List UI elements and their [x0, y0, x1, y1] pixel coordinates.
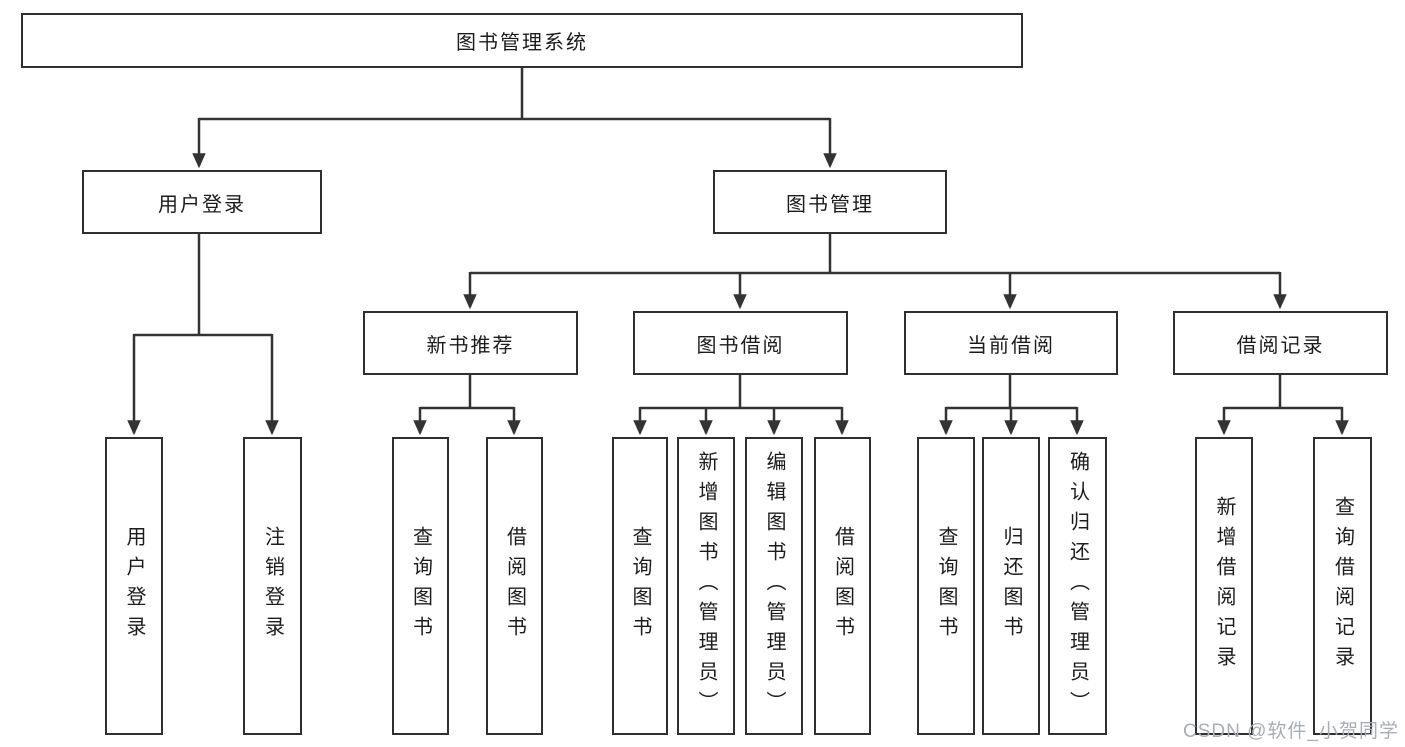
node-label: 查询图书	[409, 526, 432, 646]
node-book-borrow: 图书借阅	[633, 311, 848, 375]
node-leaf-user-login: 用户登录	[105, 437, 163, 735]
node-label: 查询图书	[935, 526, 957, 646]
node-leaf-add-borrow-record: 新增借阅记录	[1195, 437, 1253, 735]
node-leaf-logout: 注销登录	[243, 437, 302, 735]
node-label: 注销登录	[261, 526, 284, 646]
node-label: 当前借阅	[967, 334, 1055, 357]
node-leaf-edit-books-admin: 编辑图书（管理员）	[745, 437, 803, 735]
node-label: 用户登录	[123, 526, 145, 646]
node-leaf-borrow-books: 借阅图书	[814, 437, 871, 735]
node-label: 查询借阅记录	[1331, 496, 1354, 676]
node-label: 查询图书	[629, 526, 651, 646]
node-new-book-recommend: 新书推荐	[363, 311, 578, 375]
node-label: 借阅图书	[831, 526, 854, 646]
node-leaf-return-books: 归还图书	[982, 437, 1040, 735]
node-label: 新增图书（管理员）	[695, 451, 717, 721]
node-leaf-add-books-admin: 新增图书（管理员）	[677, 437, 735, 735]
node-borrow-records: 借阅记录	[1173, 311, 1388, 375]
node-label: 编辑图书（管理员）	[763, 451, 785, 721]
node-label: 确认归还（管理员）	[1066, 451, 1089, 721]
node-label: 新书推荐	[426, 334, 515, 357]
node-label: 归还图书	[1000, 526, 1022, 646]
node-book-management: 图书管理	[713, 170, 947, 234]
node-label: 图书管理系统	[456, 32, 588, 54]
node-leaf-confirm-return-admin: 确认归还（管理员）	[1048, 437, 1107, 735]
node-label: 借阅图书	[503, 526, 526, 646]
node-label: 新增借阅记录	[1213, 496, 1235, 676]
node-leaf-query-books-borrow: 查询图书	[612, 437, 668, 735]
watermark: CSDN @软件_小贺同学	[1183, 721, 1399, 742]
node-leaf-borrow-books-recommend: 借阅图书	[486, 437, 543, 735]
node-leaf-query-books-recommend: 查询图书	[392, 437, 449, 735]
node-current-borrow: 当前借阅	[904, 311, 1118, 375]
node-label: 用户登录	[158, 193, 246, 216]
node-label: 图书管理	[786, 193, 874, 216]
node-user-login: 用户登录	[82, 170, 322, 234]
node-library-management-system: 图书管理系统	[21, 13, 1023, 68]
node-leaf-query-books-current: 查询图书	[917, 437, 975, 735]
node-label: 图书借阅	[696, 334, 785, 357]
node-leaf-query-borrow-record: 查询借阅记录	[1313, 437, 1372, 735]
node-label: 借阅记录	[1236, 334, 1325, 357]
